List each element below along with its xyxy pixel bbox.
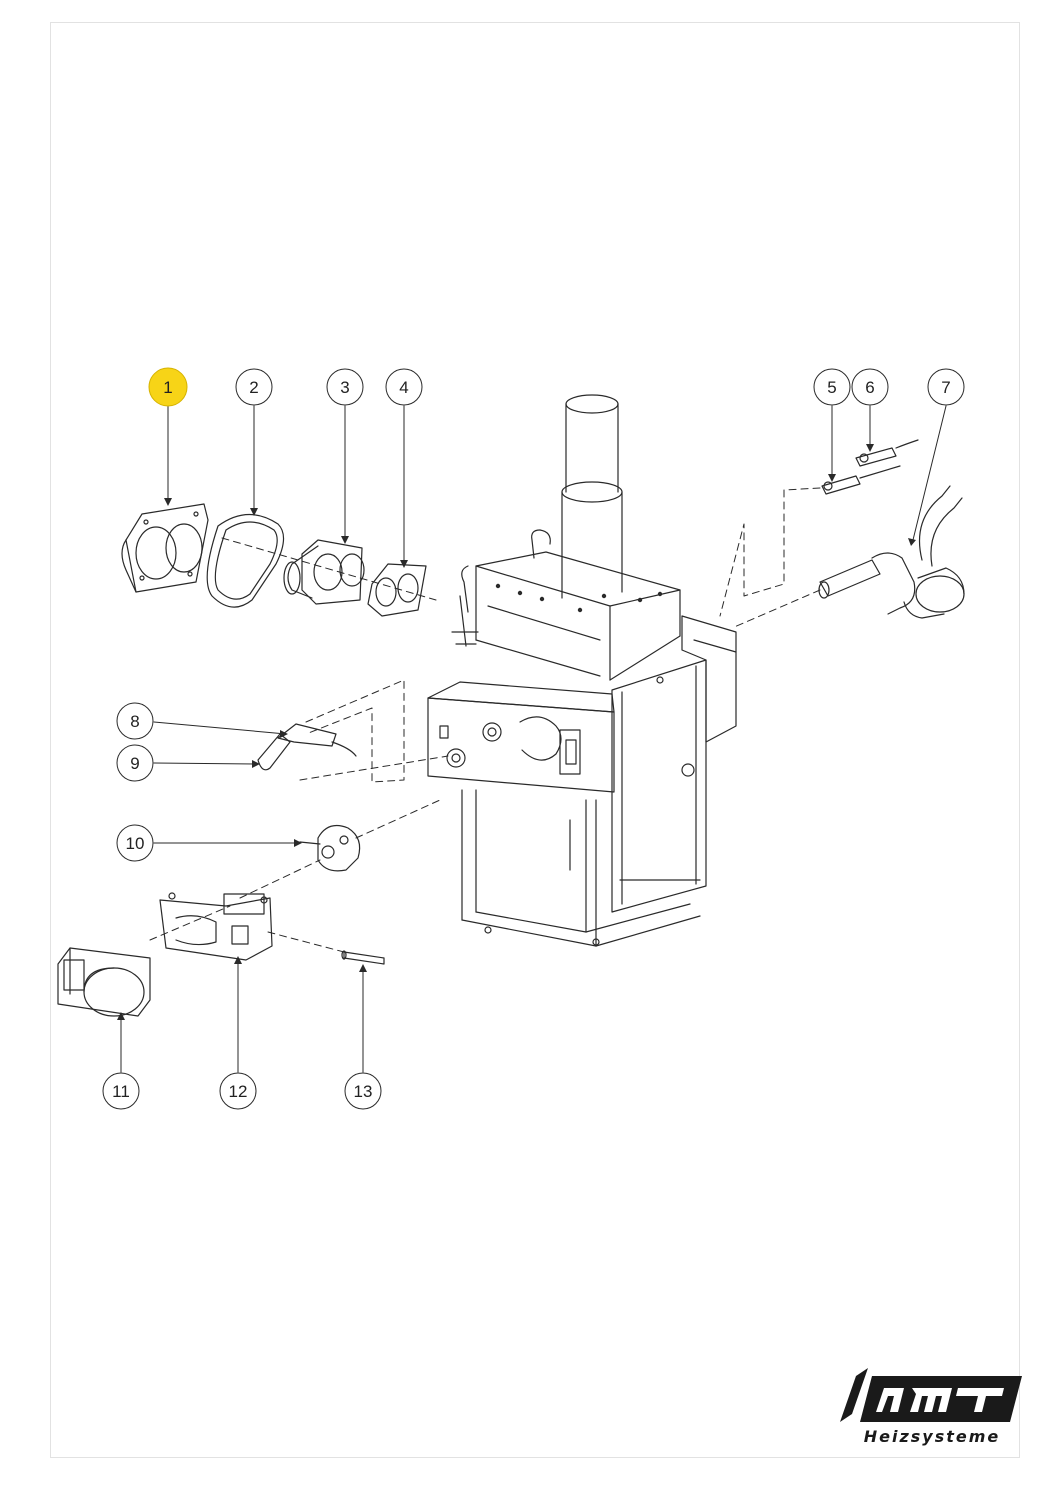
part-6-electrode bbox=[855, 439, 919, 467]
callout-13-label: 13 bbox=[354, 1082, 373, 1101]
callout-1: 1 bbox=[148, 367, 188, 407]
callout-4: 4 bbox=[385, 368, 423, 406]
page-frame bbox=[50, 22, 1020, 1458]
callout-4-label: 4 bbox=[399, 378, 408, 397]
callout-11: 11 bbox=[102, 1072, 140, 1110]
callout-8: 8 bbox=[116, 702, 154, 740]
part-8-photocell bbox=[277, 723, 357, 757]
part-13-pin bbox=[341, 950, 385, 965]
callout-12: 12 bbox=[219, 1072, 257, 1110]
callout-6: 6 bbox=[851, 368, 889, 406]
callout-8-label: 8 bbox=[130, 712, 139, 731]
part-2-gasket bbox=[206, 513, 285, 608]
burner-housing bbox=[427, 394, 737, 947]
part-7-nozzle-assembly bbox=[818, 485, 965, 619]
callout-11-label: 11 bbox=[112, 1082, 130, 1101]
part-11-transformer bbox=[57, 947, 151, 1017]
part-9-photocell-holder bbox=[257, 733, 291, 771]
callout-3: 3 bbox=[326, 368, 364, 406]
part-5-electrode bbox=[821, 465, 901, 495]
leader-arrowheads bbox=[117, 444, 916, 1020]
callout-5-label: 5 bbox=[827, 378, 836, 397]
callout-9-label: 9 bbox=[130, 754, 139, 773]
callout-1-label: 1 bbox=[163, 378, 172, 397]
callouts: 1 2 3 4 5 6 7 8 bbox=[102, 367, 965, 1110]
callout-12-label: 12 bbox=[229, 1082, 248, 1101]
part-12-bracket bbox=[159, 892, 273, 961]
part-3-pipe-fitting bbox=[283, 539, 365, 605]
callout-7: 7 bbox=[927, 368, 965, 406]
leader-lines bbox=[120, 405, 947, 1073]
callout-5: 5 bbox=[813, 368, 851, 406]
part-1-flange-plate bbox=[121, 503, 209, 593]
callout-2-label: 2 bbox=[249, 378, 258, 397]
assembly-guide-lines bbox=[149, 487, 821, 953]
part-4-gasket-plate bbox=[367, 563, 427, 617]
callout-7-label: 7 bbox=[941, 378, 950, 397]
callout-3-label: 3 bbox=[340, 378, 349, 397]
callout-9: 9 bbox=[116, 744, 154, 782]
part-10-control-unit bbox=[299, 825, 361, 872]
nmt-logo-mark bbox=[840, 1368, 1022, 1422]
logo-subtitle: Heizsysteme bbox=[864, 1427, 1001, 1446]
callout-10: 10 bbox=[116, 824, 154, 862]
nmt-logo: Heizsysteme bbox=[840, 1368, 1022, 1446]
callout-2: 2 bbox=[235, 368, 273, 406]
callout-6-label: 6 bbox=[865, 378, 874, 397]
callout-10-label: 10 bbox=[126, 834, 145, 853]
callout-13: 13 bbox=[344, 1072, 382, 1110]
